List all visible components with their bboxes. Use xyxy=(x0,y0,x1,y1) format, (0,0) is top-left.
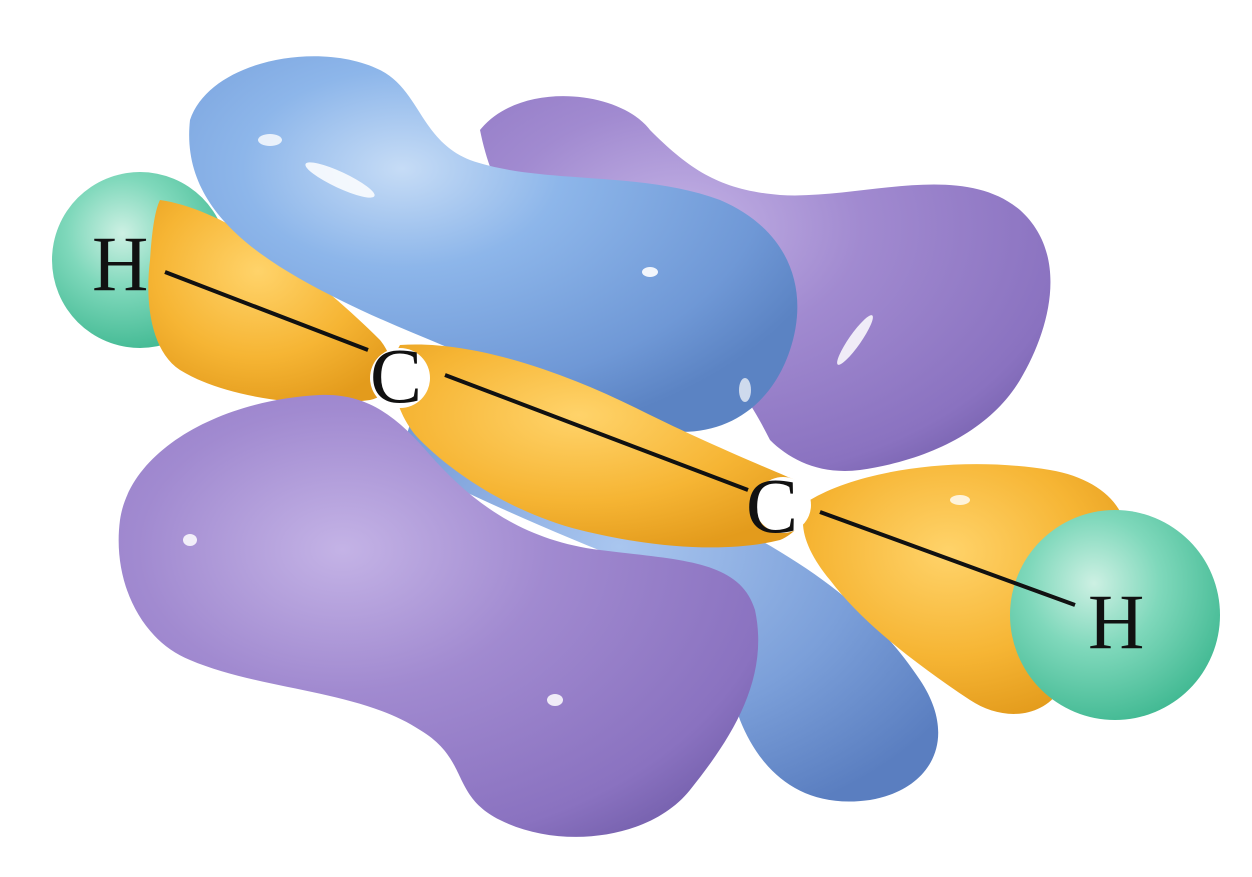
highlight xyxy=(950,495,970,505)
highlight xyxy=(547,694,563,706)
atom-label-h-right: H xyxy=(1088,578,1144,665)
atom-label-c-left: C xyxy=(370,332,422,419)
atom-label-c-right: C xyxy=(746,462,798,549)
highlight xyxy=(739,378,751,402)
atom-label-h-left: H xyxy=(92,220,148,307)
highlight xyxy=(642,267,658,277)
highlight xyxy=(183,534,197,546)
highlight xyxy=(258,134,282,146)
